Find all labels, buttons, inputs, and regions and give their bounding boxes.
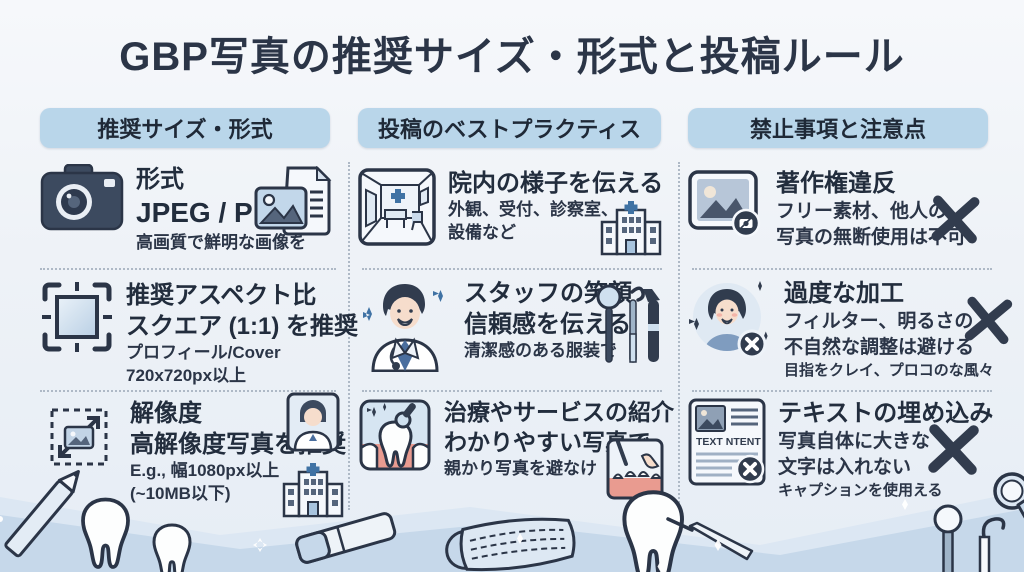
item-desc: 写真自体に大きな [778,431,931,453]
item-desc: 不自然な調整は避ける [784,336,975,358]
marker-illustration [295,512,397,564]
item-desc: 写真の無断使用は不可 [776,226,967,248]
item-desc: 720x720px以上 [126,366,247,386]
tooth-treatment-icon [359,399,431,471]
item-title: テキストの埋め込み [778,400,994,427]
crop-square-icon [42,282,112,352]
column-divider [678,162,680,510]
dental-procedure-icon [606,438,664,500]
item-embedded-text: TEXT NTENT テキストの埋め込み 写真自体に大きな 文字は入れない キャ… [688,398,1020,501]
item-desc: フリー素材、他人の [776,201,948,223]
item-staff-smile: スタッフの笑顔 信頼感を伝える 清潔感のある服装で [358,278,664,372]
item-resolution: 解像度 高解像度写真を推奨 E.g., 幅1080px以上 (~10MB以下) [40,392,348,518]
item-title: 推奨アスペクト比 [126,282,317,309]
column-header-sizes: 推奨サイズ・形式 [40,108,330,148]
column-header-best-practices: 投稿のベストプラクティス [358,108,661,148]
item-excessive-editing: 過度な加工 フィルター、明るさの 不自然な調整は避ける 目指をクレイ、プロコのな… [688,278,1020,381]
text-embed-icon: TEXT NTENT [688,398,766,486]
sparkles [0,499,908,571]
clinic-interior-icon [358,168,436,246]
embedded-text-label: TEXT NTENT [696,436,761,448]
smiling-doctor-icon [363,284,443,372]
photo-document-icon [254,166,332,236]
item-clinic-interior: 院内の様子を伝える 外観、受付、診察室、 設備など [358,168,664,256]
item-title: 過度な加工 [784,280,904,307]
item-desc: 設備など [448,223,516,243]
copyright-photo-icon [688,170,761,238]
pencil-illustration [4,470,80,558]
page-title: GBP写真の推奨サイズ・形式と投稿ルール [119,35,905,79]
item-treatments: 治療やサービスの紹介 わかりやすい写真で 親かり写真を避なけ [358,398,674,500]
item-desc: E.g., 幅1080px以上 [130,461,280,481]
resize-image-icon [50,408,108,466]
item-desc: 親かり写真を避なけ [444,458,597,478]
x-mark [964,296,1013,345]
row-divider [40,390,336,392]
column-header-prohibited: 禁止事項と注意点 [688,108,988,148]
edited-portrait-icon [689,281,768,359]
item-title: 信頼感を伝える [464,311,632,339]
row-divider [362,390,662,392]
column-divider [348,162,350,510]
item-desc: プロフィール/Cover [126,343,281,363]
dental-tools-icon [596,284,660,363]
x-mark [931,195,980,244]
item-title: スクエア (1:1) を推奨 [126,313,359,341]
row-divider [692,390,992,392]
decorative-dental-band [0,470,1024,572]
face-mask-illustration [445,517,576,572]
hospital-building-icon [282,463,344,518]
item-desc: 高画質で鮮明な画像を [136,232,306,252]
item-title: 解像度 [130,400,202,427]
item-desc: 文字は入れない [778,456,912,478]
item-copyright: 著作権違反 フリー素材、他人の 写真の無断使用は不可 [688,168,1020,250]
item-desc: 清潔感のある服装で [464,341,617,361]
item-title: 形式 [136,166,184,193]
item-title: 治療やサービスの紹介 [444,399,674,425]
tooth-and-probe-illustration [624,492,754,572]
item-note: 目指をクレイ、プロコのな風々 [784,362,994,380]
camera-icon [40,164,124,231]
x-mark [928,424,979,475]
item-note: キャプションを使用える [778,482,943,500]
hospital-building-icon [600,201,662,256]
row-divider [40,268,336,270]
item-title: 院内の様子を伝える [448,170,664,197]
item-format: 形式 JPEG / PNG 高画質で鮮明な画像を [40,164,342,255]
item-aspect-ratio: 推奨アスペクト比 スクエア (1:1) を推奨 プロフィール/Cover 720… [40,280,358,388]
row-divider [692,268,992,270]
item-desc: フィルター、明るさの [784,311,974,333]
item-desc: (~10MB以下) [130,484,231,504]
row-divider [362,268,662,270]
doctor-portrait-icon [286,392,340,452]
item-title: 著作権違反 [776,170,896,197]
dental-instruments-illustration [933,472,1024,572]
item-desc: 外観、受付、診察室、 [448,200,618,220]
